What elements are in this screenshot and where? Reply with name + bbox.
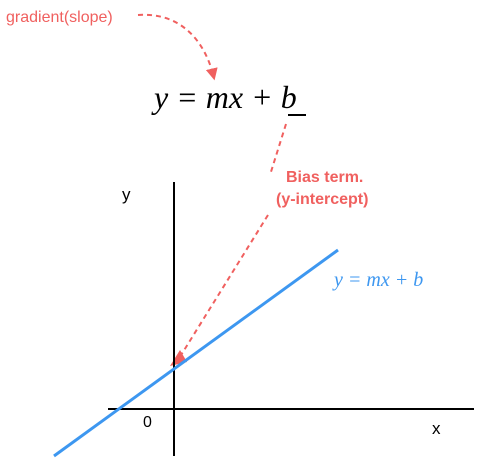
y-axis-label: y (122, 185, 131, 204)
slope-arrow (137, 13, 218, 81)
origin-label: 0 (143, 414, 152, 431)
slope-annotation: gradient(slope) (6, 9, 113, 26)
line-equation-label: y = mx + b (332, 269, 423, 291)
bias-annotation-line2: (y-intercept) (276, 191, 368, 208)
regression-line (53, 248, 339, 458)
main-equation: y = mx + b (151, 79, 297, 115)
bias-arrowhead (170, 350, 187, 366)
x-axis-label: x (432, 419, 441, 438)
bias-annotation-line1: Bias term. (286, 169, 363, 186)
bias-arrow (177, 123, 287, 361)
